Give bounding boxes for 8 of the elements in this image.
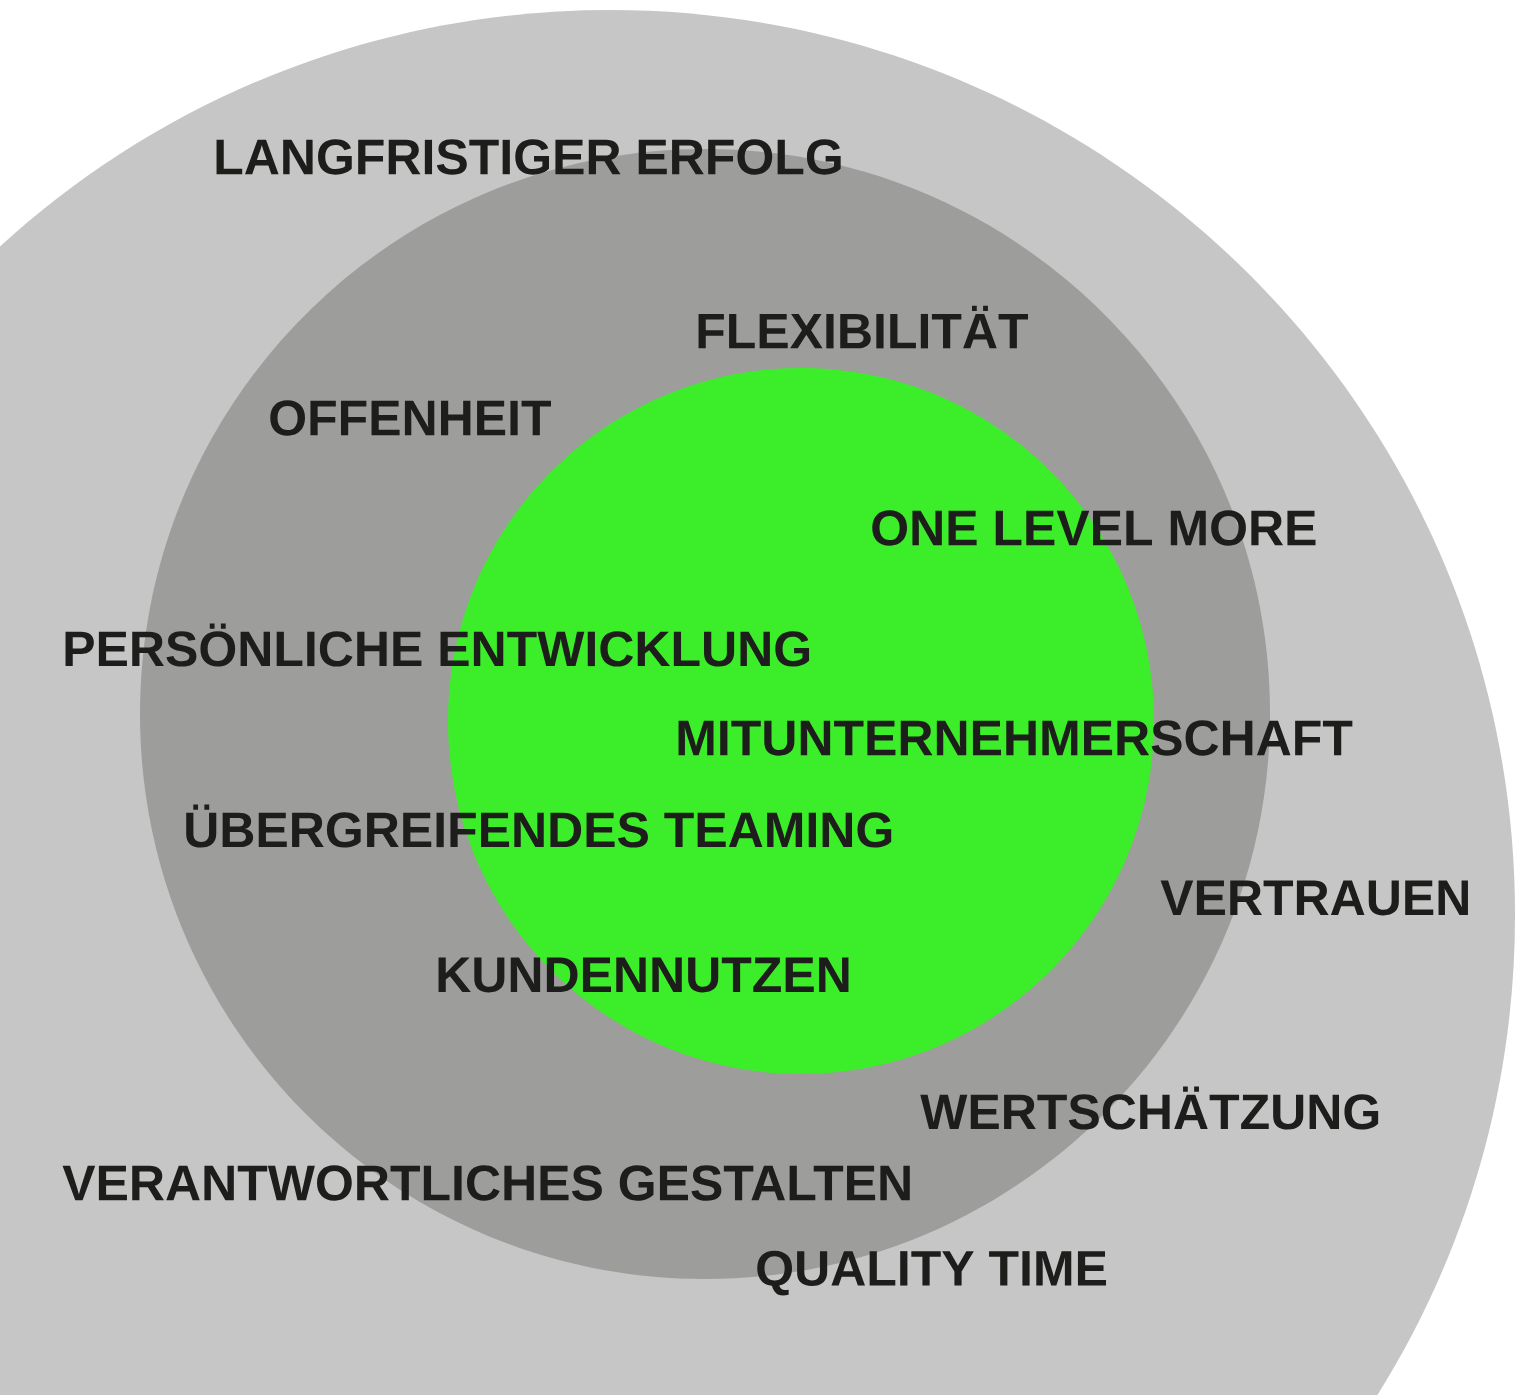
value-label: PERSÖNLICHE ENTWICKLUNG [65,623,810,667]
value-label: ONE LEVEL MORE [872,510,1316,546]
value-label: VERANTWORTLICHES GESTALTEN [62,1165,910,1201]
value-label: WERTSCHÄTZUNG [920,1086,1379,1130]
value-label: KUNDENNUTZEN [438,957,849,993]
value-label: QUALITY TIME [757,1250,1106,1296]
value-label: LANGFRISTIGER ERFOLG [216,139,841,175]
value-label: OFFENHEIT [270,400,551,436]
